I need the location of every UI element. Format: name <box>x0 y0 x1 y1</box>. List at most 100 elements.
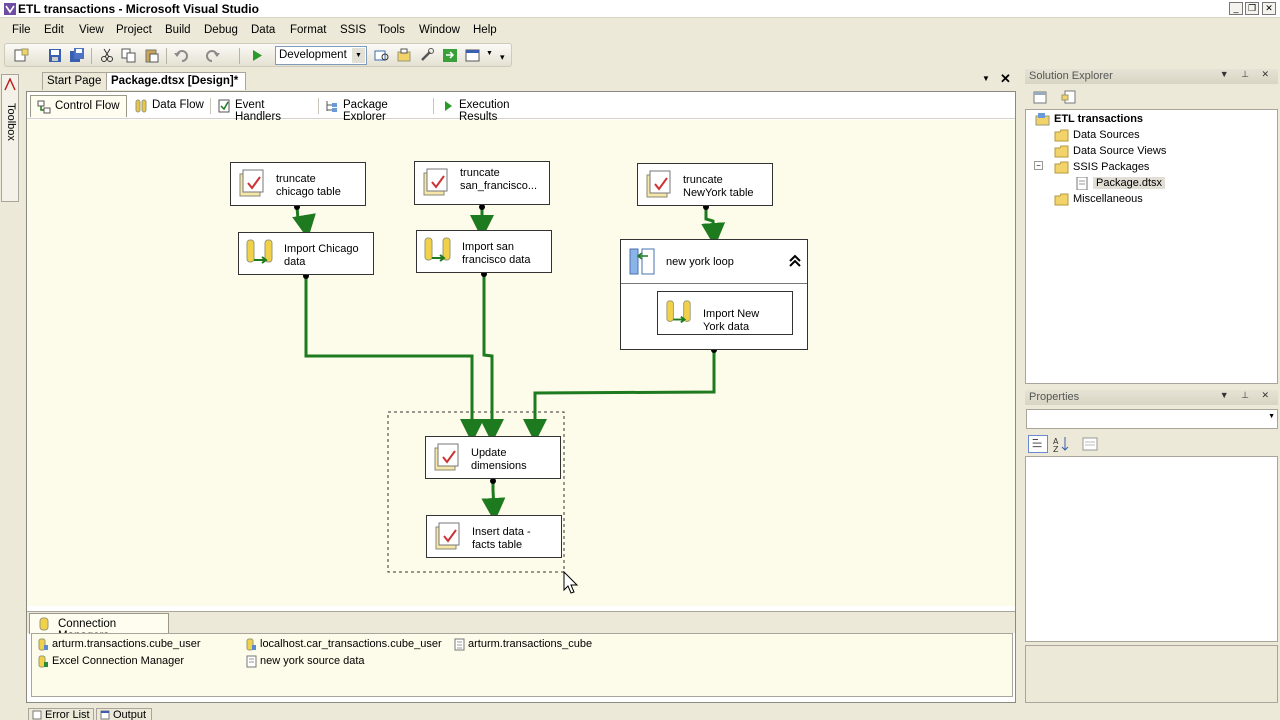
tree-item-miscellaneous[interactable]: Miscellaneous <box>1054 193 1143 206</box>
menu-ssis[interactable]: SSIS <box>340 24 367 36</box>
tab-connection-managers[interactable]: Connection Managers <box>29 613 169 642</box>
project-label: ETL transactions <box>1054 113 1144 125</box>
tab-data-flow[interactable]: Data Flow <box>128 95 208 117</box>
connection-item[interactable]: arturm.transactions.cube_user <box>36 638 201 651</box>
connector-update-to-insert <box>481 481 506 522</box>
solution-configuration-select[interactable]: Development ▼ <box>275 46 367 65</box>
categorized-icon[interactable] <box>1028 435 1048 453</box>
redo-icon[interactable] <box>205 48 221 63</box>
tree-item-data-sources[interactable]: Data Sources <box>1054 129 1140 142</box>
menu-view[interactable]: View <box>79 24 104 36</box>
execute-sql-task-icon <box>423 168 448 196</box>
output-icon <box>100 710 110 720</box>
start-debugging-icon[interactable] <box>249 48 265 63</box>
minimize-button[interactable]: _ <box>1229 2 1243 15</box>
menu-data[interactable]: Data <box>251 24 276 36</box>
tab-control-flow[interactable]: Control Flow <box>30 95 127 117</box>
tree-item-label: Package.dtsx <box>1093 177 1166 189</box>
task-import-new-york-data[interactable]: Import New York data <box>657 291 793 335</box>
new-project-icon[interactable] <box>13 48 29 63</box>
panel-window-buttons[interactable]: ▼ ⊥ ✕ <box>1219 390 1274 400</box>
tab-execution-results[interactable]: Execution Results <box>435 95 555 123</box>
foreach-loop-container[interactable]: new york loop Import New York data <box>620 239 808 350</box>
connector-import-sf-to-update <box>480 274 504 443</box>
tab-package-explorer[interactable]: Package Explorer <box>319 95 431 123</box>
save-icon[interactable] <box>47 48 63 63</box>
menu-tools[interactable]: Tools <box>378 24 405 36</box>
menu-debug[interactable]: Debug <box>204 24 238 36</box>
tree-item-package-dtsx[interactable]: Package.dtsx <box>1074 177 1166 190</box>
properties-icon[interactable] <box>419 48 435 63</box>
copy-icon[interactable] <box>121 48 137 63</box>
solution-explorer-title: Solution Explorer <box>1029 70 1113 82</box>
control-flow-icon <box>37 100 51 114</box>
connection-item[interactable]: localhost.car_transactions.cube_user <box>244 638 442 651</box>
analysis-services-connection-icon <box>454 638 465 651</box>
property-pages-icon[interactable] <box>1082 436 1098 452</box>
task-import-chicago-data[interactable]: Import Chicago data <box>238 232 374 275</box>
tab-output[interactable]: Output <box>96 708 152 720</box>
paste-icon[interactable] <box>144 48 160 63</box>
task-import-san-francisco-data[interactable]: Import san francisco data <box>416 230 552 273</box>
connection-item[interactable]: arturm.transactions_cube <box>452 638 592 651</box>
task-truncate-san-francisco[interactable]: truncate san_francisco... <box>414 161 550 205</box>
other-windows-icon[interactable] <box>465 48 481 63</box>
properties-title: Properties <box>1029 391 1080 403</box>
task-label: truncate chicago table <box>276 173 341 198</box>
cut-icon[interactable] <box>99 48 115 63</box>
maximize-button[interactable]: ❐ <box>1245 2 1259 15</box>
toolbox-tab[interactable]: Toolbox <box>1 74 19 202</box>
show-all-files-icon[interactable] <box>1061 89 1077 105</box>
menu-format[interactable]: Format <box>290 24 327 36</box>
menu-build[interactable]: Build <box>165 24 191 36</box>
connection-item[interactable]: Excel Connection Manager <box>36 655 184 668</box>
folder-icon <box>1054 193 1069 206</box>
menu-window[interactable]: Window <box>419 24 460 36</box>
save-all-icon[interactable] <box>69 48 85 63</box>
properties-description <box>1025 645 1278 703</box>
undo-icon[interactable] <box>173 48 189 63</box>
menu-help[interactable]: Help <box>473 24 497 36</box>
collapse-icon[interactable] <box>788 253 802 269</box>
loop-container-icon <box>629 248 655 275</box>
menu-project[interactable]: Project <box>116 24 152 36</box>
task-insert-data-facts-table[interactable]: Insert data - facts table <box>426 515 562 558</box>
tab-package-design[interactable]: Package.dtsx [Design]* <box>106 72 246 90</box>
task-update-dimensions[interactable]: Update dimensions <box>425 436 561 479</box>
task-truncate-chicago-table[interactable]: truncate chicago table <box>230 162 366 206</box>
toolbox-icon <box>4 78 16 91</box>
tree-item-data-source-views[interactable]: Data Source Views <box>1054 145 1166 158</box>
chevron-down-icon[interactable]: ▼ <box>486 50 493 57</box>
project-icon <box>1035 113 1050 126</box>
tree-item-project[interactable]: ETL transactions <box>1035 113 1144 126</box>
properties-icon[interactable] <box>1032 89 1048 105</box>
connection-item[interactable]: new york source data <box>244 655 365 668</box>
mouse-cursor <box>563 570 579 594</box>
task-truncate-newyork-table[interactable]: truncate NewYork table <box>637 163 773 206</box>
toolbox-label: Toolbox <box>5 103 17 141</box>
solution-explorer-icon[interactable] <box>396 48 412 63</box>
tree-item-ssis-packages[interactable]: SSIS Packages <box>1054 161 1149 174</box>
toolbar-options-icon[interactable]: ▾ <box>500 52 505 62</box>
menu-edit[interactable]: Edit <box>44 24 64 36</box>
control-flow-canvas[interactable]: truncate chicago table Import Chicago da… <box>27 120 1015 606</box>
tab-error-list[interactable]: Error List <box>28 708 94 720</box>
properties-object-select[interactable]: ▼ <box>1026 409 1278 429</box>
event-handlers-icon <box>218 99 230 113</box>
folder-icon <box>1054 129 1069 142</box>
close-window-button[interactable]: ✕ <box>1262 2 1276 15</box>
connector-truncate-ny-to-loop <box>701 207 726 247</box>
svg-text:Z: Z <box>1053 445 1059 453</box>
find-in-files-icon[interactable] <box>374 48 390 63</box>
active-files-dropdown-icon[interactable]: ▼ <box>982 74 990 83</box>
object-browser-icon[interactable] <box>442 48 458 63</box>
standard-toolbar: Development ▼ ▼ ▾ <box>4 43 512 67</box>
loop-label: new york loop <box>666 256 734 268</box>
alphabetical-sort-icon[interactable]: AZ <box>1052 435 1070 453</box>
collapse-node-icon[interactable]: − <box>1034 161 1043 170</box>
panel-window-buttons[interactable]: ▼ ⊥ ✕ <box>1219 69 1274 79</box>
tab-error-list-label: Error List <box>45 709 90 720</box>
close-document-icon[interactable]: ✕ <box>1000 71 1011 86</box>
tab-event-handlers[interactable]: Event Handlers <box>211 95 317 123</box>
menu-file[interactable]: File <box>12 24 31 36</box>
